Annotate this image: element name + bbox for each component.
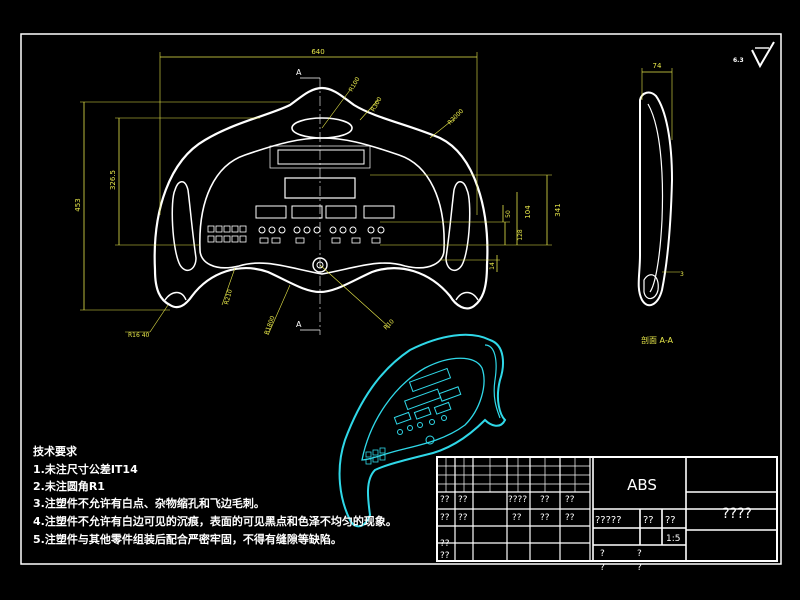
isometric-view bbox=[338, 333, 507, 528]
material-field: ABS bbox=[627, 476, 657, 494]
tb-row-label-2: ?? bbox=[458, 495, 468, 505]
tb-row2-label-3: ?? bbox=[512, 513, 522, 523]
tb-row2-label-4: ?? bbox=[540, 513, 550, 523]
tb-small-b: ?? bbox=[665, 515, 676, 526]
notes-title: 技术要求 bbox=[33, 444, 78, 458]
dim-r2000: R2000 bbox=[446, 108, 465, 127]
dim-r10: R10 bbox=[382, 318, 395, 331]
dim-104: 104 bbox=[524, 205, 532, 219]
section-mark-top: A bbox=[296, 68, 302, 77]
roughness-symbol: 6.3 bbox=[733, 41, 775, 69]
note-line-1: 1.未注尺寸公差IT14 bbox=[33, 462, 138, 476]
dim-14: 14 bbox=[489, 262, 496, 270]
dim-height-left: 453 bbox=[74, 198, 82, 211]
dim-r1800: R1800 bbox=[263, 315, 276, 336]
dim-small-3: 3 bbox=[680, 271, 684, 278]
drawing-frame bbox=[20, 33, 782, 565]
scale-field: 1:5 bbox=[666, 534, 680, 544]
tb-row2-label-1: ?? bbox=[440, 513, 450, 523]
technical-notes: 技术要求 1.未注尺寸公差IT14 2.未注圆角R1 3.注塑件不允许有白点、杂… bbox=[33, 444, 397, 546]
title-block: ABS ???? ?? ?? ???? ?? ?? ?? ?? ?? ?? ??… bbox=[436, 456, 778, 573]
tb-row-label-4: ?? bbox=[540, 495, 550, 505]
tb-qmark-a: ?? bbox=[440, 539, 450, 549]
dim-width-top: 640 bbox=[311, 48, 324, 56]
note-line-2: 2.未注圆角R1 bbox=[33, 479, 105, 493]
dim-r300: R300 bbox=[370, 96, 384, 113]
front-view bbox=[153, 86, 489, 310]
side-view: 74 3 剖面 A-A bbox=[637, 62, 684, 345]
tb-row2-label-2: ?? bbox=[458, 513, 468, 523]
dim-50: 50 bbox=[505, 210, 512, 218]
dim-right-width: 74 bbox=[653, 62, 662, 70]
section-mark-bottom: A bbox=[296, 320, 302, 329]
section-label: 剖面 A-A bbox=[641, 335, 674, 345]
tb-small-a: ?? bbox=[643, 515, 654, 526]
tb-row-label-1: ?? bbox=[440, 495, 450, 505]
note-line-3: 3.注塑件不允许有白点、杂物缩孔和飞边毛刺。 bbox=[33, 496, 265, 510]
tb-qmark-b: ?? bbox=[440, 551, 450, 561]
note-line-5: 5.注塑件与其他零件组装后配合严密牢固，不得有缝隙等缺陷。 bbox=[33, 532, 342, 546]
tb-row-label-5: ?? bbox=[565, 495, 575, 505]
part-name-field: ???? bbox=[722, 506, 752, 522]
note-line-4: 4.注塑件不允许有白边可见的沉痕，表面的可见黑点和色泽不均匀的现象。 bbox=[33, 514, 397, 528]
dim-r210: R210 bbox=[223, 288, 234, 305]
front-dimensions: 640 453 326.5 341 104 50 128 14 R100 R30… bbox=[74, 48, 562, 339]
dim-r16: R16 40 bbox=[128, 332, 150, 339]
tb-q2: ? bbox=[637, 549, 642, 559]
dim-128: 128 bbox=[517, 229, 524, 241]
tb-q3: ? bbox=[600, 563, 605, 573]
tb-row2-label-5: ?? bbox=[565, 513, 575, 523]
dim-height-inner: 326.5 bbox=[109, 170, 117, 190]
tb-q1: ? bbox=[600, 549, 605, 559]
roughness-value: 6.3 bbox=[733, 57, 744, 64]
dim-341: 341 bbox=[554, 203, 562, 216]
code-field: ????? bbox=[595, 515, 622, 526]
tb-q4: ? bbox=[637, 563, 642, 573]
tb-row-label-3: ???? bbox=[508, 495, 527, 505]
dim-r100: R100 bbox=[348, 76, 362, 93]
